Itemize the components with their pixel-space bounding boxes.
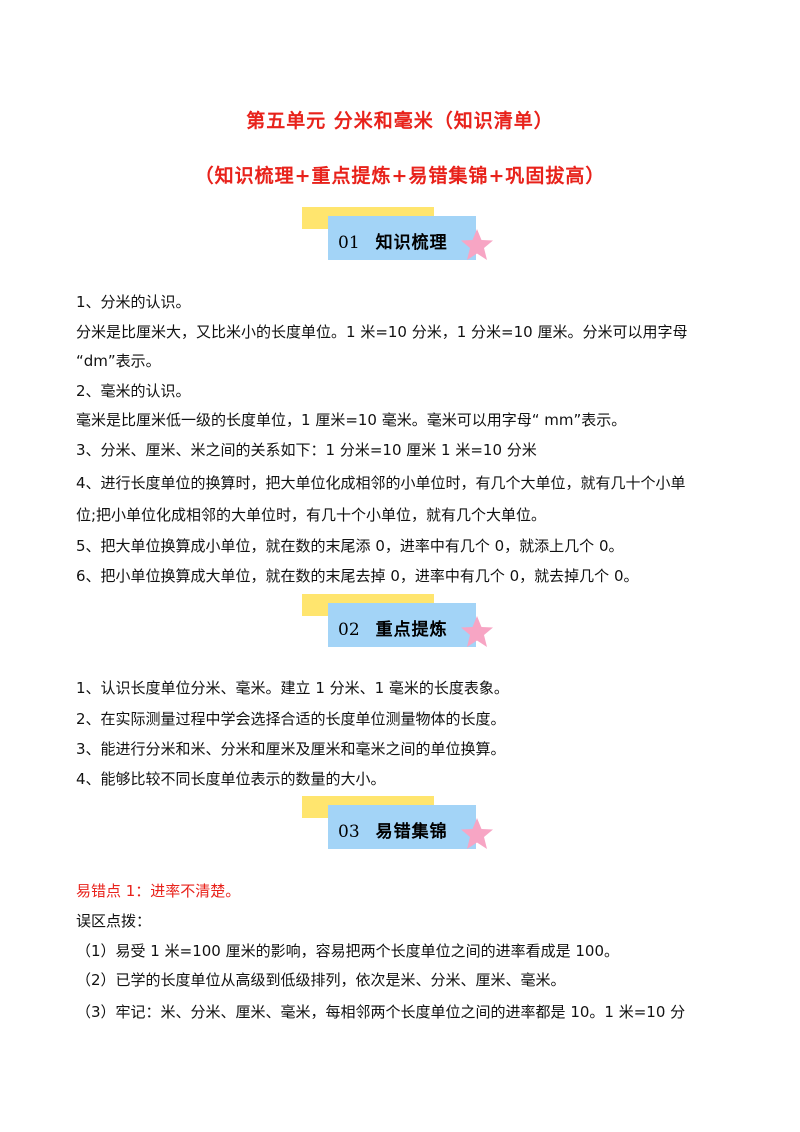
section-banner-01: 01 知识梳理 xyxy=(300,207,500,273)
text-line: 1、分米的认识。 xyxy=(76,293,191,311)
text-line: （1）易受 1 米=100 厘米的影响，容易把两个长度单位之间的进率看成是 10… xyxy=(76,942,619,960)
page-subtitle: （知识梳理+重点提炼+易错集锦+巩固拔高） xyxy=(194,165,606,187)
section-number: 02 xyxy=(338,620,360,640)
section-number: 01 xyxy=(338,233,360,253)
section-label: 01 知识梳理 xyxy=(338,228,448,253)
text-line: 2、毫米的认识。 xyxy=(76,382,191,400)
text-line: 4、能够比较不同长度单位表示的数量的大小。 xyxy=(76,770,386,788)
section-banner-03: 03 易错集锦 xyxy=(300,796,500,862)
error-point-title: 易错点 1：进率不清楚。 xyxy=(76,882,241,900)
text-line: 3、分米、厘米、米之间的关系如下：1 分米=10 厘米 1 米=10 分米 xyxy=(76,441,537,459)
banner-blue-box xyxy=(328,805,476,849)
text-line: 2、在实际测量过程中学会选择合适的长度单位测量物体的长度。 xyxy=(76,710,506,728)
banner-blue-box xyxy=(328,216,476,260)
section-number: 03 xyxy=(338,822,360,842)
text-line: 5、把大单位换算成小单位，就在数的末尾添 0，进率中有几个 0，就添上几个 0。 xyxy=(76,537,624,555)
section-label: 02 重点提炼 xyxy=(338,615,448,640)
text-line: 4、进行长度单位的换算时，把大单位化成相邻的小单位时，有几个大单位，就有几十个小… xyxy=(76,474,686,492)
star-icon xyxy=(461,818,493,849)
section-label: 03 易错集锦 xyxy=(338,817,448,842)
text-line: 毫米是比厘米低一级的长度单位，1 厘米=10 毫米。毫米可以用字母“ mm”表示… xyxy=(76,411,627,429)
text-line: （2）已学的长度单位从高级到低级排列，依次是米、分米、厘米、毫米。 xyxy=(76,971,566,989)
text-line: “dm”表示。 xyxy=(76,352,161,370)
banner-blue-box xyxy=(328,603,476,647)
text-line: 误区点拨： xyxy=(76,912,152,930)
page-title: 第五单元 分米和毫米（知识清单） xyxy=(246,110,554,132)
section-name: 易错集锦 xyxy=(375,822,448,842)
text-line: 位;把小单位化成相邻的大单位时，有几十个小单位，就有几个大单位。 xyxy=(76,506,547,524)
star-icon xyxy=(461,229,493,260)
text-line: 分米是比厘米大，又比米小的长度单位。1 米=10 分米，1 分米=10 厘米。分… xyxy=(76,323,688,341)
section-name: 知识梳理 xyxy=(375,233,448,253)
star-icon xyxy=(461,616,493,647)
text-line: （3）牢记：米、分米、厘米、毫米，每相邻两个长度单位之间的进率都是 10。1 米… xyxy=(76,1003,686,1021)
section-banner-02: 02 重点提炼 xyxy=(300,594,500,660)
section-name: 重点提炼 xyxy=(375,620,448,640)
text-line: 1、认识长度单位分米、毫米。建立 1 分米、1 毫米的长度表象。 xyxy=(76,679,509,697)
text-line: 6、把小单位换算成大单位，就在数的末尾去掉 0，进率中有几个 0，就去掉几个 0… xyxy=(76,567,639,585)
text-line: 3、能进行分米和米、分米和厘米及厘米和毫米之间的单位换算。 xyxy=(76,740,506,758)
